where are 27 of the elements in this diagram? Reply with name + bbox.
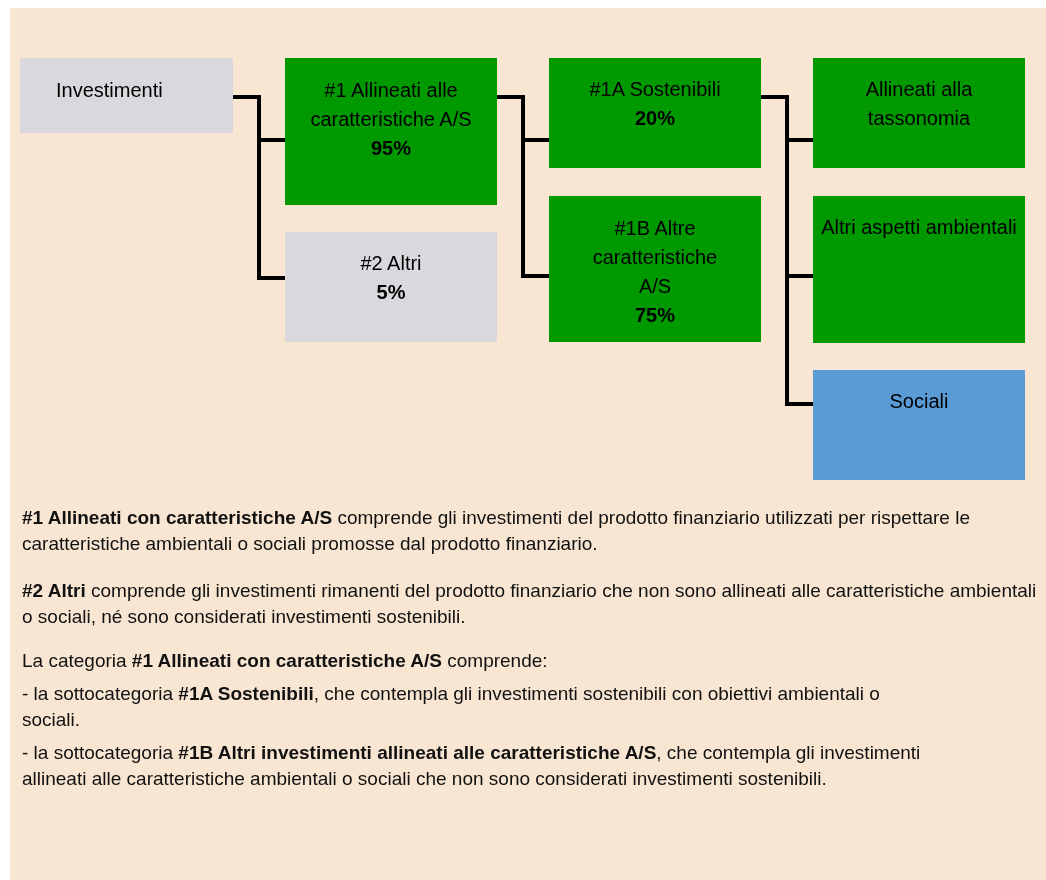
- category-box: [285, 232, 497, 342]
- category-box: [285, 58, 497, 205]
- percentage: 20%: [634, 106, 676, 131]
- explanatory-paragraph: #1 Allineati con caratteristiche A/S comprende gli investimenti del prodotto finanziario utilizzati per rispettare le caratteristiche ambientali o sociali promosse dal prodotto finanziario.: [22, 506, 971, 556]
- explanatory-paragraph: #2 Altri comprende gli investimenti rimanenti del prodotto finanziario che non sono allineati alle caratteristiche ambientali o sociali, né sono considerati investimenti sostenibili.: [22, 579, 1037, 629]
- explanatory-paragraph: - la sottocategoria #1B Altri investimenti allineati alle caratteristiche A/S, che contempla gli investimenti allineati alle caratteristiche ambientali o sociali che non sono considerati investimenti sostenibili.: [22, 741, 922, 791]
- category-name: Sociali: [888, 389, 950, 414]
- connector-line: [233, 95, 285, 280]
- connector-line: [497, 95, 549, 278]
- percentage: 5%: [375, 280, 407, 305]
- category-box: [813, 370, 1025, 480]
- category-box: [549, 196, 761, 342]
- category-box: [20, 58, 233, 133]
- category-name: #1B Altre caratteristiche A/S: [591, 216, 719, 299]
- category-name: #1A Sostenibili: [588, 77, 722, 102]
- category-box: [549, 58, 761, 168]
- category-box: [813, 196, 1025, 343]
- category-box: [813, 58, 1025, 168]
- connector-line: [761, 95, 813, 406]
- category-name: #2 Altri: [359, 251, 423, 276]
- category-name: Investimenti: [56, 78, 164, 103]
- percentage: 75%: [634, 303, 676, 328]
- explanatory-paragraph: La categoria #1 Allineati con caratteristiche A/S comprende:: [22, 649, 549, 673]
- category-name: #1 Allineati alle caratteristiche A/S 95%: [309, 78, 473, 161]
- category-name: Altri aspetti ambientali: [820, 215, 1018, 240]
- category-name: Allineati alla tassonomia: [864, 77, 974, 131]
- explanatory-paragraph: - la sottocategoria #1A Sostenibili, che contempla gli investimenti sostenibili con obiettivi ambientali o sociali.: [22, 682, 881, 732]
